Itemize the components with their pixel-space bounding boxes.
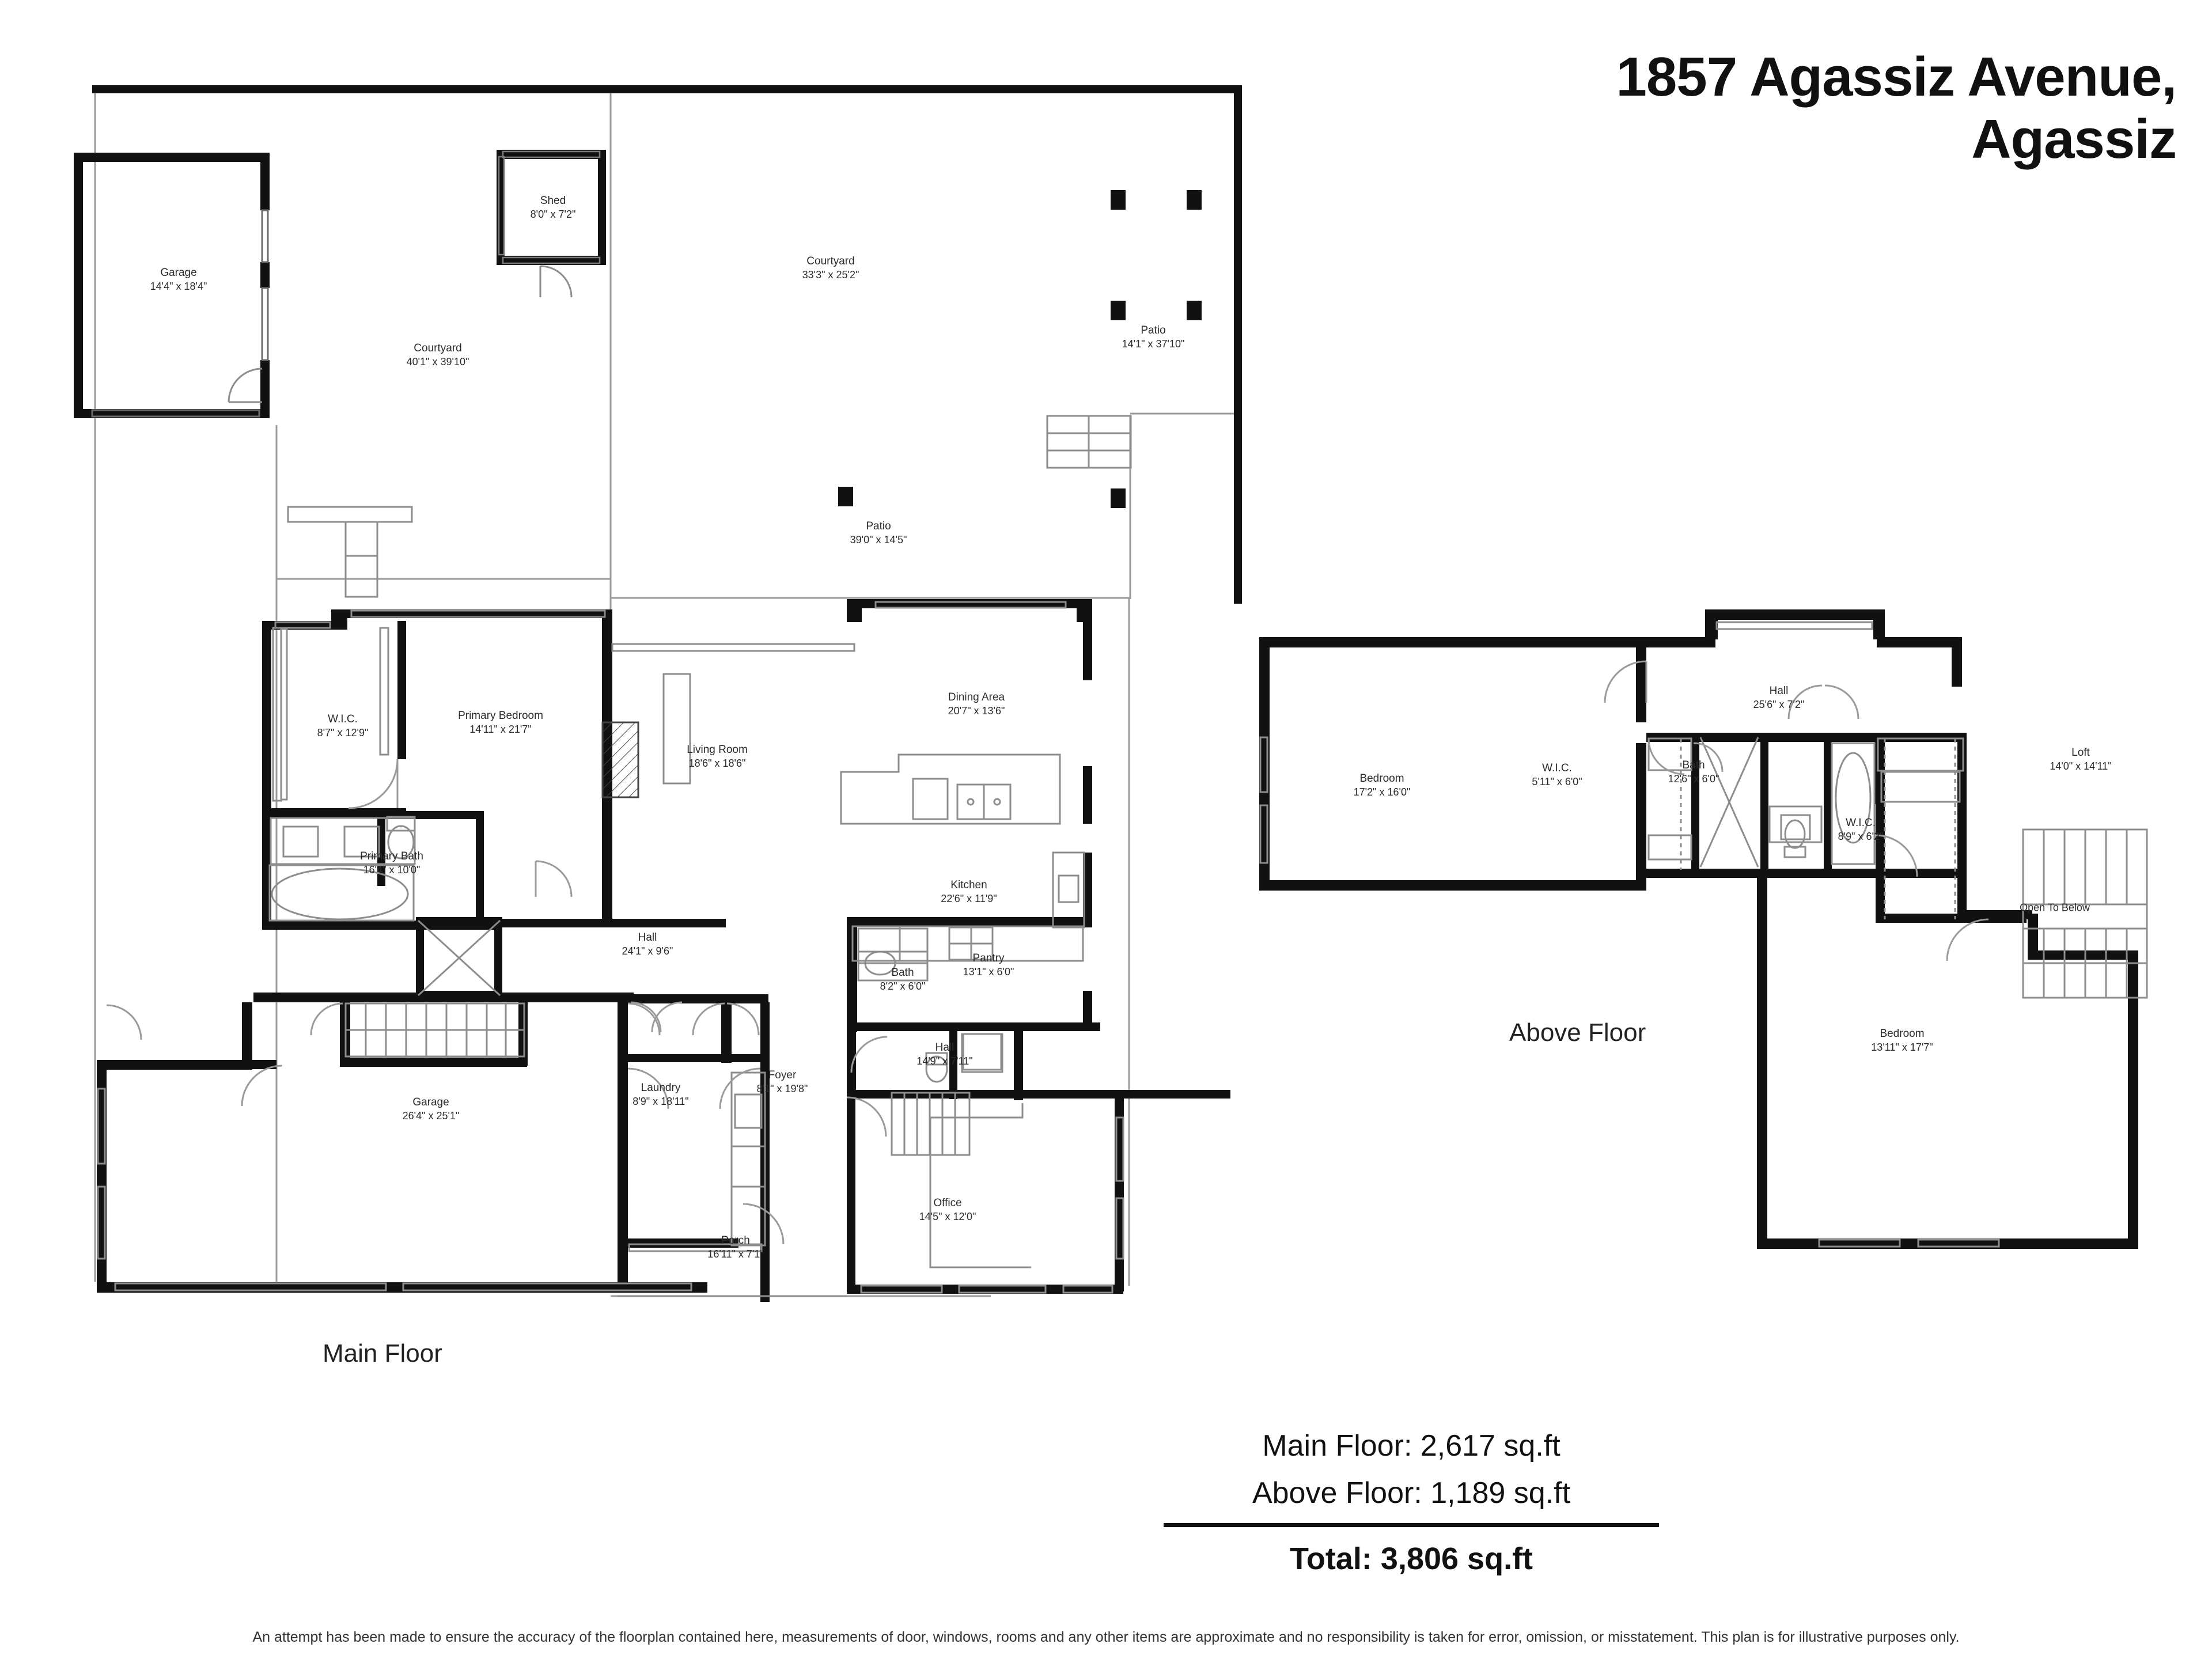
main-floor-door-swings (106, 759, 888, 1245)
page-title: 1857 Agassiz Avenue, Agassiz (1312, 46, 2177, 170)
above-floor-door-swings (1604, 660, 1989, 961)
above-floor-walls (1259, 609, 2138, 1249)
area-summary: Main Floor: 2,617 sq.ft Above Floor: 1,1… (1164, 1429, 1659, 1577)
summary-divider (1164, 1523, 1659, 1527)
shed-door-swing (540, 265, 573, 298)
title-line-2: Agassiz (1971, 108, 2177, 170)
disclaimer-text: An attempt has been made to ensure the a… (252, 1629, 1960, 1645)
main-floor-caption: Main Floor (323, 1339, 442, 1368)
courtyard-boundary-wall (92, 85, 1242, 604)
detached-garage-windows (91, 209, 269, 418)
courtyard-walkway (287, 506, 413, 598)
patio-posts (838, 190, 1202, 508)
total-area: Total: 3,806 sq.ft (1289, 1541, 1533, 1576)
main-floor-fixtures (97, 601, 1124, 1297)
main-floor-area: Main Floor: 2,617 sq.ft (1262, 1429, 1560, 1463)
above-floor-caption: Above Floor (1509, 1018, 1646, 1047)
above-floor-fixtures (1259, 621, 2148, 1248)
garage-door-swing (228, 368, 263, 403)
title-line-1: 1857 Agassiz Avenue, (1616, 46, 2177, 108)
shed-walls (497, 150, 606, 265)
above-floor-area: Above Floor: 1,189 sq.ft (1252, 1476, 1571, 1510)
detached-garage-walls (74, 153, 270, 418)
patio-steps (1046, 415, 1132, 469)
